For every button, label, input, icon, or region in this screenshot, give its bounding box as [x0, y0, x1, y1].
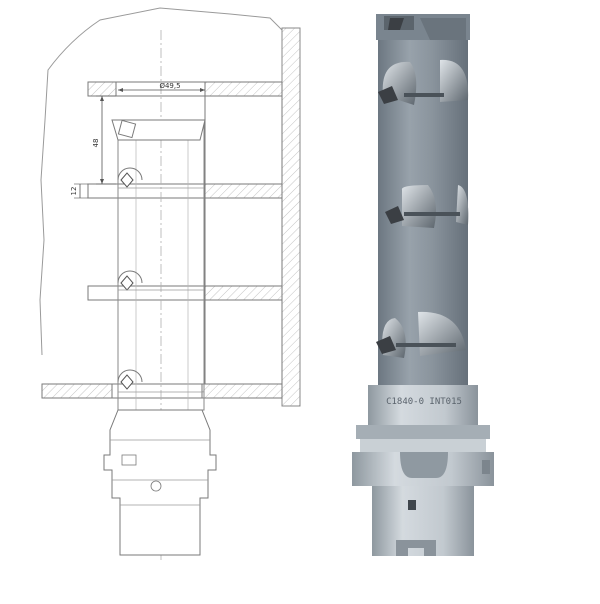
insert-icon — [385, 206, 404, 224]
groove-1 — [87, 81, 283, 97]
dim-diameter-label: Ø49,5 — [159, 82, 180, 90]
groove-3 — [87, 285, 283, 301]
dimension-diameter: Ø49,5 — [118, 82, 205, 92]
workpiece-outline — [39, 7, 283, 356]
drive-slot — [400, 452, 448, 478]
dimension-pitch: 48 — [92, 95, 116, 185]
drawing-insert-1 — [117, 167, 143, 188]
drawing-insert-3 — [117, 369, 143, 390]
tool-neck — [368, 385, 478, 425]
insert-icon — [378, 86, 398, 104]
tool-render: C1840-0 INT015 — [352, 14, 494, 556]
pocket-row-3 — [376, 311, 466, 358]
dim-width-label: 12 — [70, 187, 78, 196]
shank-notch — [396, 540, 436, 556]
dimension-width: 12 — [70, 183, 88, 199]
tool-collar — [356, 425, 490, 439]
cavity-2 — [204, 197, 283, 287]
top-insert — [388, 18, 404, 30]
insert-icon — [376, 336, 396, 354]
shank-hole — [408, 500, 416, 510]
tool-engraving: C1840-0 INT015 — [386, 397, 462, 407]
groove-2 — [87, 183, 283, 199]
groove-4 — [41, 383, 283, 399]
technical-drawing: Ø49,5 48 12 — [39, 7, 301, 560]
drawing-insert-top — [117, 119, 137, 139]
cavity-3 — [204, 299, 283, 385]
dim-pitch-label: 48 — [92, 139, 100, 148]
pocket-row-1 — [378, 59, 469, 105]
drawing-insert-2 — [117, 270, 143, 291]
workpiece-wall-hatch — [281, 27, 301, 407]
cavity-1 — [204, 95, 283, 185]
pocket-row-2 — [385, 185, 469, 228]
